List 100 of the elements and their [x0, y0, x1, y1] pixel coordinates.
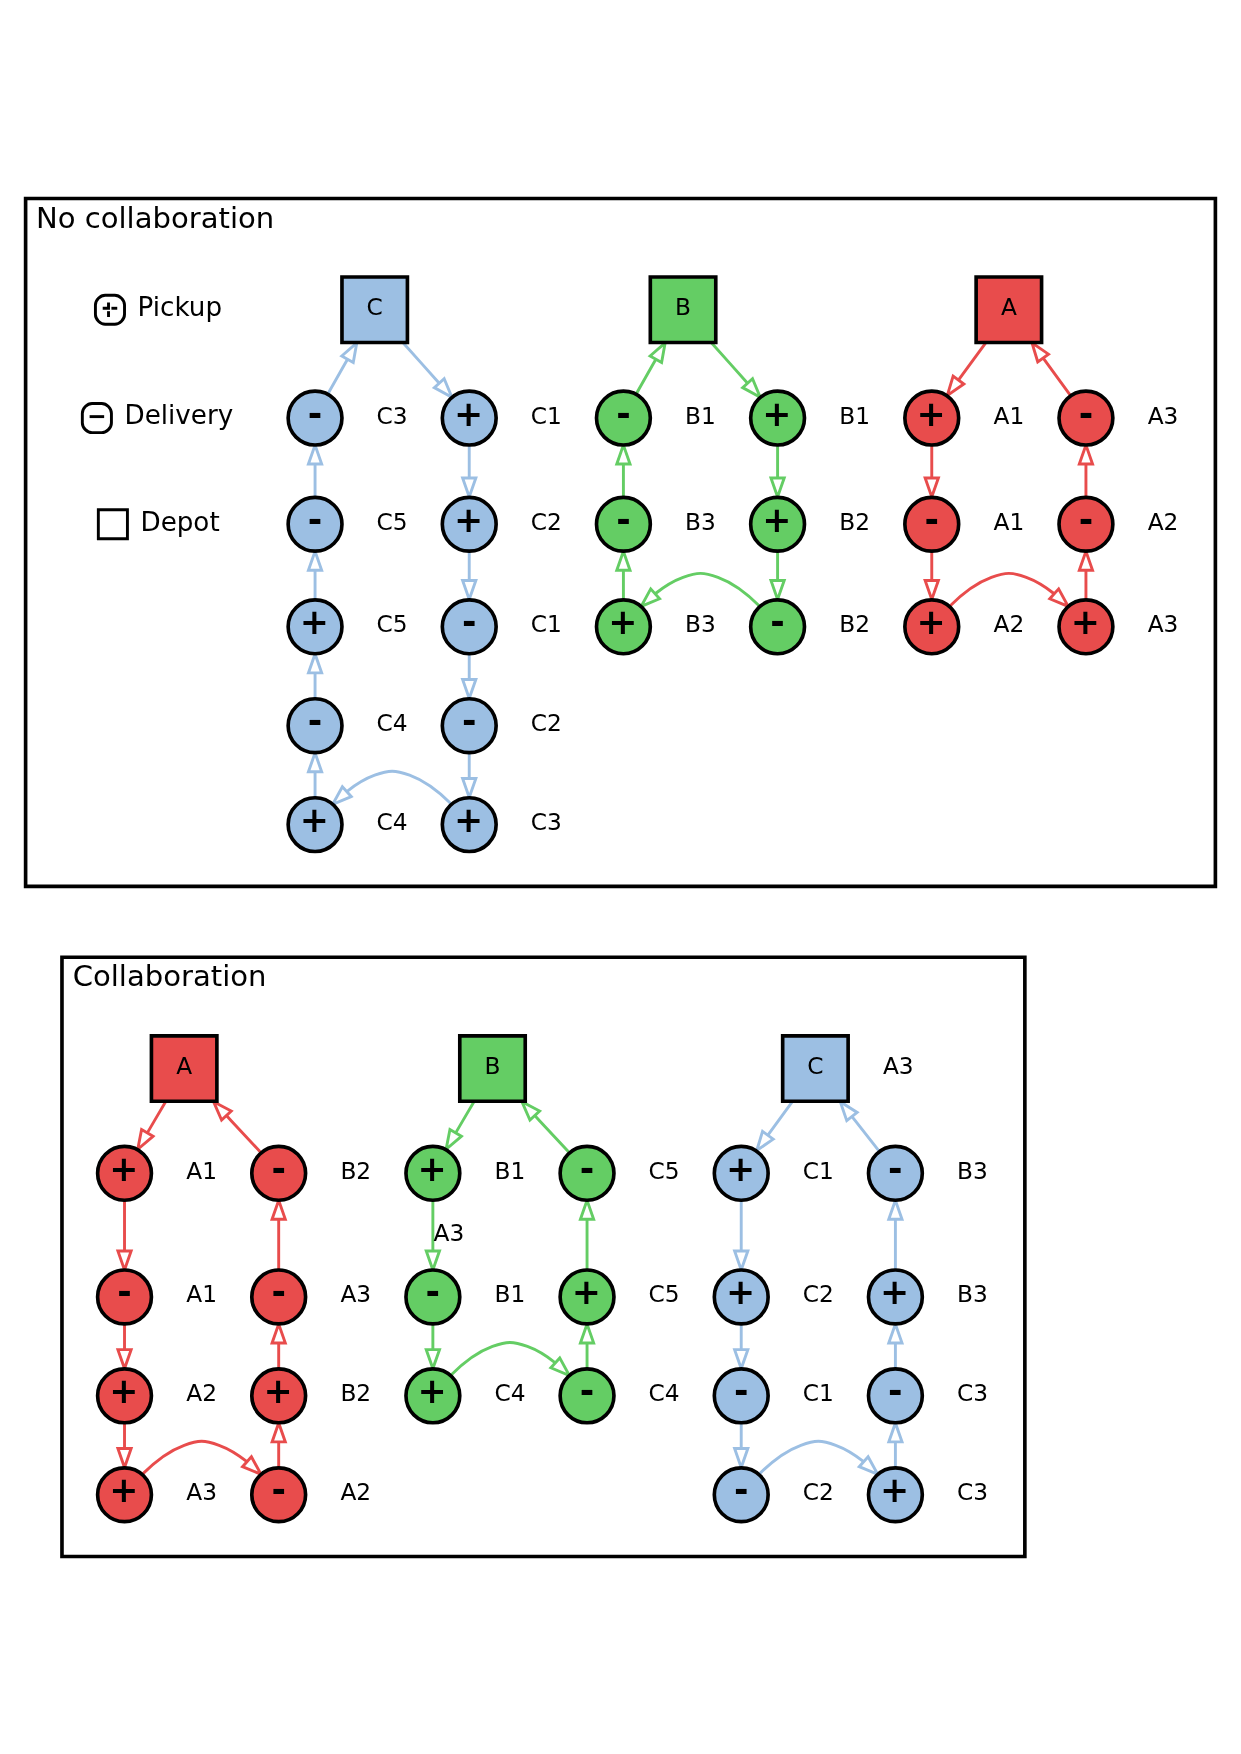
- node-circle: +: [866, 1267, 925, 1326]
- node-label: C2: [530, 507, 562, 535]
- node-label: C2: [802, 1477, 834, 1505]
- node-circle: +: [440, 795, 498, 853]
- node-label: C3: [530, 807, 562, 835]
- node-circle: -: [440, 696, 498, 754]
- node-circle: -: [594, 495, 653, 553]
- node-circle: -: [594, 388, 653, 447]
- node-label: C4: [494, 1378, 526, 1406]
- node-label: A3: [1147, 609, 1179, 637]
- node-label: A3: [186, 1477, 217, 1505]
- legend-label: Pickup: [137, 291, 223, 322]
- node-label: B3: [685, 609, 716, 637]
- node-circle: +: [594, 597, 653, 656]
- node-label: A1: [993, 507, 1025, 535]
- node-label: B2: [340, 1378, 372, 1406]
- node-label: B2: [340, 1156, 372, 1184]
- node-circle: +: [748, 495, 807, 553]
- node-label: A3: [882, 1051, 914, 1079]
- node-label: C2: [530, 708, 562, 736]
- node-circle: -: [712, 1465, 770, 1523]
- node-label: C1: [530, 401, 562, 429]
- node-label: A1: [186, 1279, 217, 1307]
- node-circle: -: [440, 597, 498, 656]
- node-circle: -: [249, 1144, 308, 1202]
- node-circle: +: [286, 597, 344, 656]
- node-circle: +: [748, 388, 807, 447]
- node-circle: +: [404, 1144, 462, 1202]
- node-circle: -: [866, 1144, 925, 1202]
- node-circle: +: [558, 1267, 616, 1326]
- node-circle: +: [903, 388, 961, 447]
- arrow: [757, 1439, 881, 1477]
- node-circle: +: [440, 495, 498, 553]
- node-label: A2: [993, 609, 1025, 637]
- node-label: C5: [648, 1279, 680, 1307]
- node-label: B3: [957, 1156, 988, 1184]
- node-label: C3: [956, 1378, 989, 1406]
- node-box: B: [648, 274, 718, 344]
- node-circle: -: [558, 1144, 616, 1202]
- node-circle: -: [748, 597, 807, 656]
- node-label: C4: [376, 708, 408, 736]
- node-circle: +: [404, 1366, 462, 1425]
- node-box: A: [149, 1033, 219, 1103]
- node-circle: -: [95, 1267, 154, 1326]
- node-label: A3: [1147, 401, 1179, 429]
- node-label: B3: [685, 507, 716, 535]
- edge-label: A3: [433, 1218, 465, 1246]
- node-circle: +: [903, 597, 961, 656]
- node-circle: +: [712, 1267, 770, 1326]
- node-circle: +: [95, 1366, 154, 1425]
- node-circle: +: [95, 1465, 154, 1523]
- node-circle: -: [249, 1267, 308, 1326]
- node-label: C5: [648, 1156, 680, 1184]
- node-circle: -: [286, 696, 344, 754]
- node-label: C5: [376, 507, 408, 535]
- node-label: C1: [802, 1378, 834, 1406]
- node-label: C2: [802, 1279, 834, 1307]
- node-label: B1: [494, 1279, 526, 1307]
- node-circle: -: [249, 1465, 308, 1523]
- node-label: C3: [956, 1477, 989, 1505]
- node-label: B2: [839, 507, 871, 535]
- node-label: B1: [494, 1156, 526, 1184]
- node-circle: -: [866, 1366, 925, 1425]
- node-circle: -: [903, 495, 961, 553]
- node-circle: +: [95, 1144, 154, 1202]
- node-label: A3: [340, 1279, 372, 1307]
- node-circle: -: [1057, 495, 1115, 553]
- node-circle: -: [404, 1267, 462, 1326]
- node-label: B3: [957, 1279, 988, 1307]
- node-circle: +: [1057, 597, 1115, 656]
- node-label: C1: [530, 609, 562, 637]
- legend-label: Depot: [140, 506, 220, 537]
- node-label: C4: [648, 1378, 680, 1406]
- node-label: B1: [839, 401, 871, 429]
- node-label: C3: [376, 401, 408, 429]
- node-box: A: [974, 274, 1044, 344]
- node-circle: +: [286, 795, 344, 853]
- node-circle: -: [286, 495, 344, 553]
- node-label: C4: [376, 807, 408, 835]
- node-label: C1: [802, 1156, 834, 1184]
- node-label: B2: [839, 609, 871, 637]
- node-circle: +: [712, 1144, 770, 1202]
- node-circle: -: [1057, 388, 1115, 447]
- node-box: C: [340, 274, 410, 344]
- node-label: C5: [376, 609, 408, 637]
- node-label: B1: [685, 401, 716, 429]
- legend-label: Delivery: [124, 399, 234, 430]
- node-box: B: [457, 1033, 528, 1103]
- node-circle: -: [558, 1366, 616, 1425]
- node-label: A2: [1147, 507, 1179, 535]
- node-circle: +: [440, 388, 498, 447]
- node-circle: -: [286, 388, 344, 447]
- node-label: A1: [993, 401, 1025, 429]
- node-box: C: [780, 1033, 850, 1103]
- node-label: A1: [186, 1156, 217, 1184]
- node-label: A2: [186, 1378, 217, 1406]
- node-label: A2: [340, 1477, 372, 1505]
- node-circle: +: [249, 1366, 308, 1425]
- node-circle: -: [712, 1366, 770, 1425]
- node-circle: +: [866, 1465, 925, 1523]
